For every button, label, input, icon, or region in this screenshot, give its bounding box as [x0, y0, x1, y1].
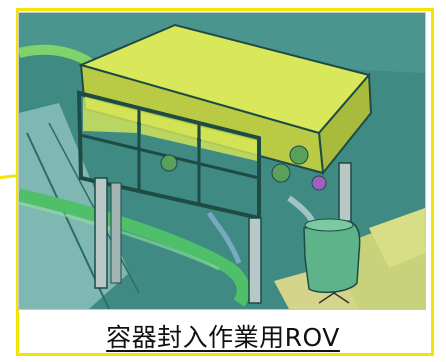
- pipe-bottom: [19, 188, 250, 307]
- rov-illustration: [18, 12, 426, 310]
- leg-center: [248, 217, 262, 304]
- camera: [311, 175, 327, 191]
- container: [303, 220, 361, 294]
- leg-left: [94, 177, 108, 289]
- thruster: [271, 163, 291, 183]
- caption: 容器封入作業用ROV: [106, 323, 340, 352]
- rov-cad-rendering: [19, 13, 425, 309]
